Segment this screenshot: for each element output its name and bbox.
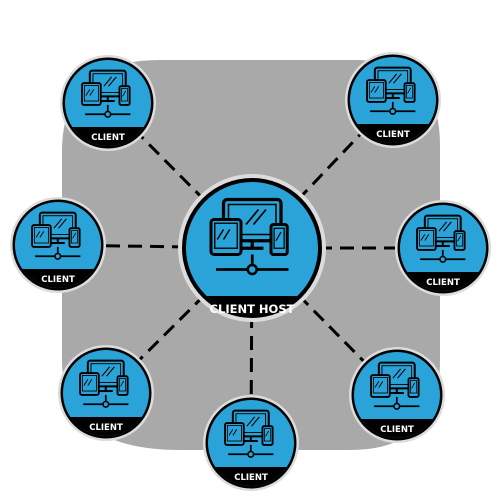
client-label: CLIENT [426,278,460,288]
hub-node: CLIENT HOST [178,174,326,322]
client-label: CLIENT [380,425,414,435]
client-label: CLIENT [89,423,123,433]
client-label: CLIENT [234,473,268,483]
client-node: CLIENT [60,55,156,151]
client-label: CLIENT [91,133,125,143]
client-node: CLIENT [203,395,299,491]
client-node: CLIENT [10,197,106,293]
client-node: CLIENT [349,347,445,443]
client-label: CLIENT [41,275,75,285]
client-node: CLIENT [395,200,491,296]
client-node: CLIENT [58,345,154,441]
client-node: CLIENT [345,52,441,148]
hub-label: CLIENT HOST [210,302,295,316]
client-label: CLIENT [376,130,410,140]
